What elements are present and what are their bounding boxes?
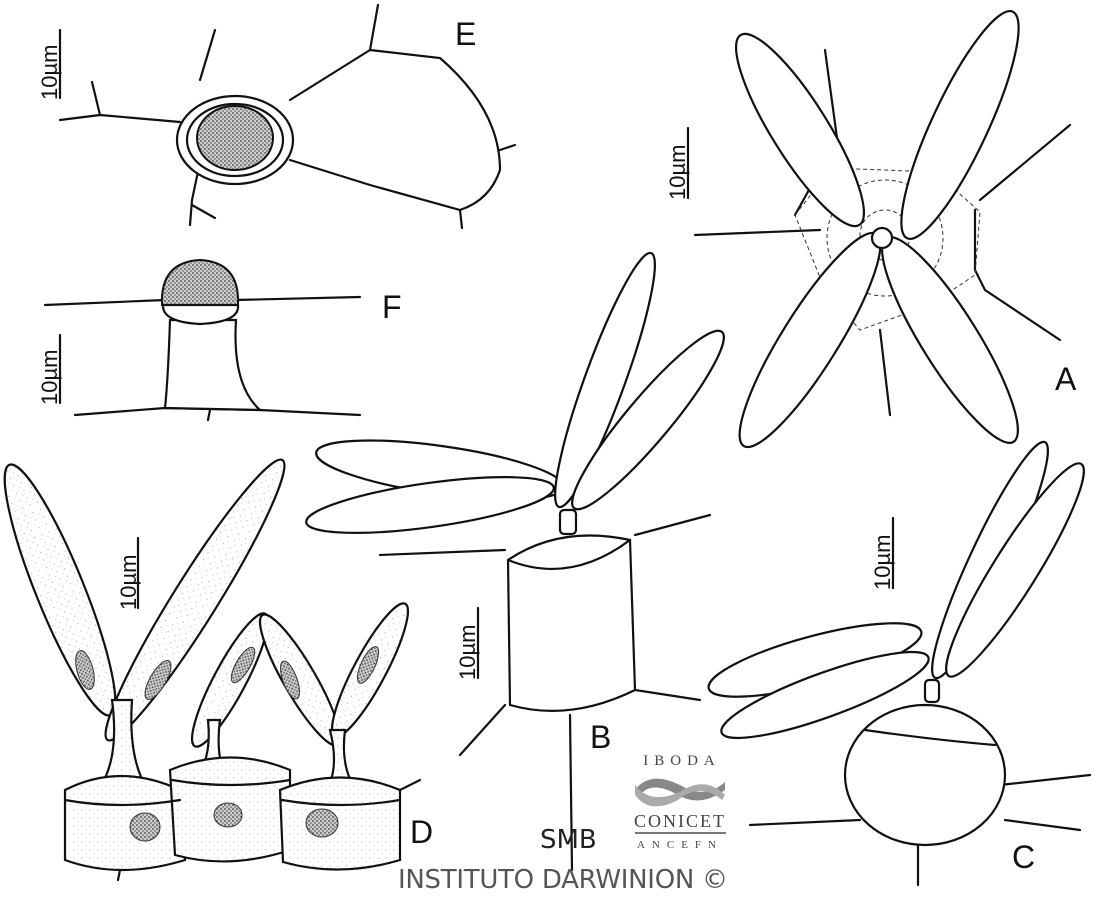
- panel-b: B 10µm: [305, 251, 725, 872]
- panel-label-d: D: [410, 814, 433, 850]
- institution-logo: IBODA CONICET ANCEFN: [634, 753, 726, 851]
- logo-bottom-text: ANCEFN: [637, 839, 723, 851]
- panel-f: F 10µm: [37, 258, 402, 422]
- panel-d: D 10µm: [3, 458, 433, 882]
- panel-e: E 10µm: [37, 3, 517, 230]
- panel-a: A 10µm: [665, 9, 1077, 449]
- watermark: INSTITUTO DARWINION ©: [398, 865, 728, 895]
- panel-label-e: E: [455, 16, 476, 52]
- scale-bar-label: 10µm: [116, 555, 141, 610]
- scale-bar-label: 10µm: [37, 350, 62, 405]
- scale-bar-label: 10µm: [455, 625, 480, 680]
- scale-bar-label: 10µm: [870, 535, 895, 590]
- panel-c: C 10µm: [707, 440, 1092, 887]
- logo-middle-text: CONICET: [634, 811, 726, 831]
- logo-infinity-icon: [635, 778, 725, 801]
- panel-label-a: A: [1055, 361, 1077, 397]
- panel-label-c: C: [1012, 839, 1035, 875]
- logo-top-text: IBODA: [643, 753, 721, 769]
- panel-label-b: B: [590, 719, 611, 755]
- panel-label-f: F: [382, 289, 402, 325]
- scale-bar-label: 10µm: [665, 145, 690, 200]
- scale-bar-label: 10µm: [37, 45, 62, 100]
- artist-signature: SMB: [540, 825, 597, 855]
